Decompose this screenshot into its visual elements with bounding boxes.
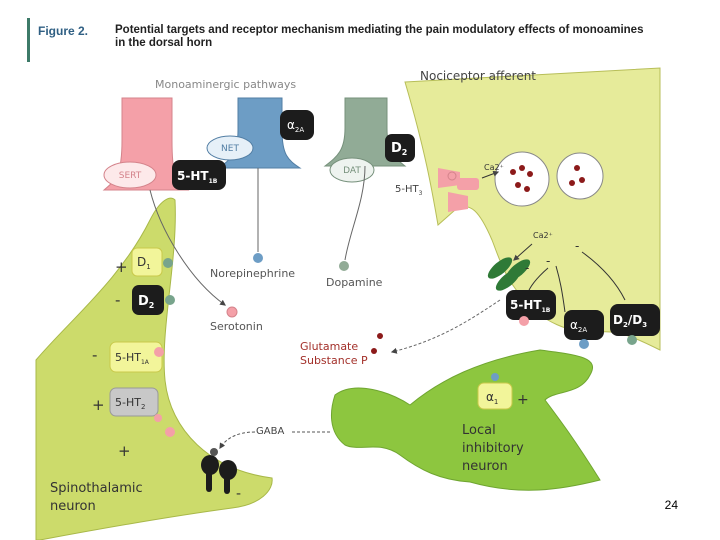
- gaba-sign-minus: -: [236, 486, 241, 502]
- svg-text:α2A: α2A: [570, 318, 587, 334]
- d2-left-ligand: [165, 295, 175, 305]
- alpha1-sign: +: [517, 392, 529, 408]
- 5ht2-left-ligand-2: [165, 427, 175, 437]
- inhibit-dash-3: -: [575, 239, 579, 253]
- alpha2a-receptor-top: α2A: [280, 110, 314, 140]
- figure-label: Figure 2.: [38, 24, 89, 38]
- ca-mid-arrow: [513, 243, 533, 261]
- gaba-ligand: [210, 448, 218, 456]
- svg-text:D2: D2: [138, 294, 154, 310]
- local-neuron-label-line-2: inhibitory: [462, 441, 524, 456]
- svg-text:D2/D3: D2/D3: [613, 313, 647, 329]
- dat-transporter: [329, 157, 375, 183]
- substance-p-label: Substance P: [300, 354, 368, 367]
- 5ht1a-receptor-left: 5-HT1A: [109, 341, 163, 373]
- vesicle-right-dots: [569, 165, 585, 186]
- gaba-arrow: [220, 431, 330, 448]
- vesicle-left: [494, 151, 550, 207]
- svg-text:5-HT2: 5-HT2: [115, 396, 145, 411]
- 5ht3-ligand: [447, 171, 457, 181]
- net-transporter: [206, 135, 254, 161]
- 5ht1b-right-ligand: [519, 316, 529, 326]
- d2-left-sign: -: [115, 291, 120, 309]
- svg-text:5-HT1A: 5-HT1A: [115, 351, 150, 366]
- figure-title: Potential targets and receptor mechanism…: [115, 24, 644, 49]
- glutamate-dot-1: [377, 333, 383, 339]
- d2-receptor-top: D2: [385, 134, 415, 162]
- glutamate-dot-2: [371, 348, 377, 354]
- local-neuron-label-line-1: Local: [462, 423, 496, 438]
- serotonin-dot: [226, 306, 238, 318]
- calcium-channel: [487, 257, 531, 291]
- svg-text:5-HT1B: 5-HT1B: [510, 298, 551, 314]
- serotonin-label: Serotonin: [210, 320, 263, 333]
- ca-label-top: Ca2⁺: [484, 163, 504, 172]
- d1-receptor-left: D1: [131, 247, 163, 277]
- title-accent-bar: [27, 18, 30, 62]
- 5ht2-left-ligand: [154, 414, 162, 422]
- ca-top-arrow: [481, 170, 500, 179]
- inhibit-line-2: [555, 265, 566, 313]
- 5ht2-receptor-left: 5-HT2: [109, 387, 159, 417]
- serotonin-release-line: [149, 189, 226, 306]
- norepinephrine-dot: [253, 253, 263, 263]
- ca-label-mid: Ca2⁺: [533, 231, 553, 240]
- page-number: 24: [664, 498, 678, 512]
- vesicle-left-dots: [510, 165, 533, 192]
- inhibit-line-3: [581, 251, 626, 301]
- svg-text:α1: α1: [486, 390, 498, 406]
- gaba-receptor: [201, 455, 237, 494]
- spinothalamic-label-line-2: neuron: [50, 499, 96, 514]
- glutamate-label: Glutamate: [300, 340, 358, 353]
- svg-text:D1: D1: [137, 255, 151, 271]
- glutamate-release-arrow: [390, 299, 501, 354]
- net-label: NET: [221, 144, 239, 154]
- d1-left-ligand: [163, 258, 173, 268]
- inhibit-dash-2: -: [546, 254, 550, 268]
- svg-text:α2A: α2A: [287, 118, 304, 134]
- gaba-label: GABA: [256, 426, 284, 437]
- d2d3-right-ligand: [627, 335, 637, 345]
- local-inhibitory-neuron-body: [330, 349, 601, 491]
- pathways-label: Monoaminergic pathways: [155, 78, 296, 91]
- 5ht1b-receptor-right: 5-HT1B: [506, 290, 556, 320]
- d2d3-receptor-right: D2/D3: [610, 304, 660, 336]
- 5ht3-label: 5-HT3: [395, 184, 423, 197]
- da-release-line: [344, 165, 366, 261]
- norepinephrine-label: Norepinephrine: [210, 267, 295, 280]
- spinothalamic-label-line-1: Spinothalamic: [50, 481, 143, 496]
- 5ht2-sign: +: [92, 396, 105, 414]
- svg-text:5-HT1B: 5-HT1B: [177, 169, 218, 185]
- local-neuron-label-line-3: neuron: [462, 459, 508, 474]
- 5ht1a-sign: -: [92, 346, 97, 364]
- 5ht1a-left-ligand: [154, 347, 164, 357]
- dopamine-dot: [339, 261, 349, 271]
- d1-sign: +: [115, 258, 128, 276]
- alpha2a-receptor-right: α2A: [564, 310, 604, 340]
- dat-label: DAT: [343, 166, 361, 176]
- gaba-sign-plus: +: [118, 442, 131, 460]
- inhibit-dash-1: -: [525, 261, 529, 275]
- dopamine-label: Dopamine: [326, 276, 383, 289]
- sert-transporter: [103, 161, 157, 189]
- svg-text:D2: D2: [391, 141, 407, 157]
- d2-receptor-left: D2: [132, 285, 164, 315]
- alpha2a-right-ligand: [579, 339, 589, 349]
- nociceptor-label: Nociceptor afferent: [420, 69, 536, 83]
- sert-label: SERT: [119, 171, 142, 181]
- alpha1-ligand: [491, 373, 499, 381]
- vesicle-right: [556, 152, 604, 200]
- alpha1-receptor: α1: [477, 382, 513, 410]
- 5ht1b-receptor-top: 5-HT1B: [172, 160, 226, 190]
